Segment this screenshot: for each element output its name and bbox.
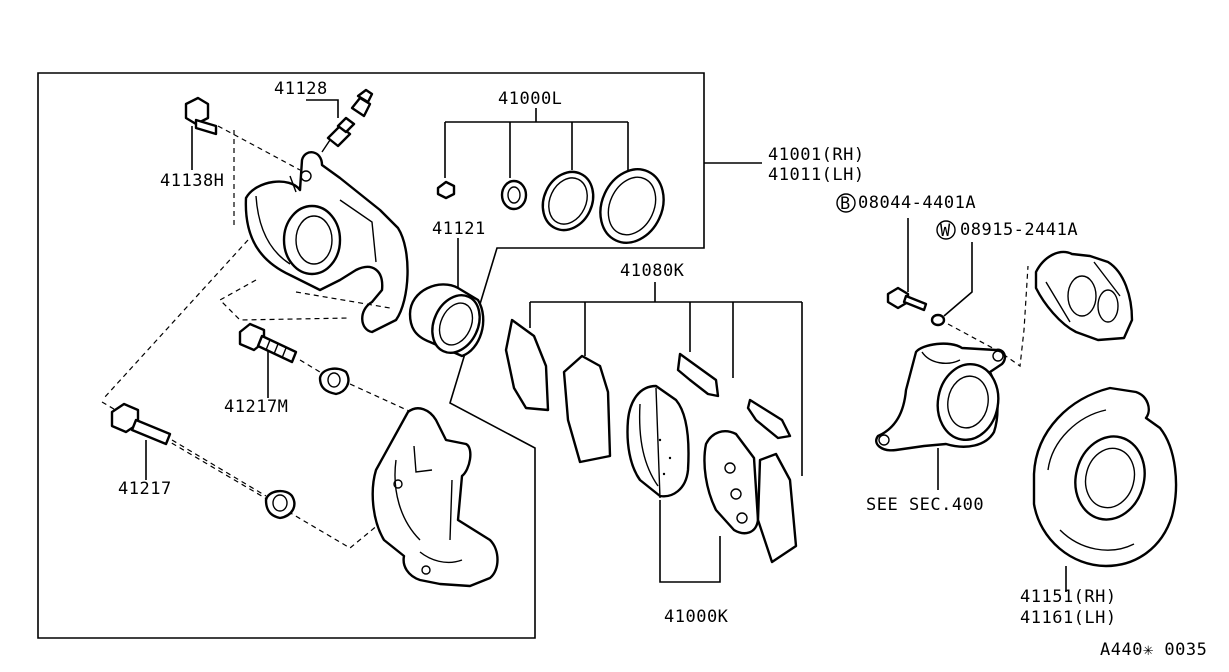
guide-pin-m-part xyxy=(238,322,421,417)
label-08044-4401A: 08044-4401A xyxy=(858,193,976,213)
b-circle-icon xyxy=(836,193,856,213)
caliper-body-part xyxy=(244,151,409,334)
brake-pad-part xyxy=(626,384,798,583)
caliper-bolt-part xyxy=(184,96,301,225)
label-41217: 41217 xyxy=(118,479,172,499)
seal-kit-part xyxy=(436,108,665,244)
bleeder-screw-part xyxy=(306,88,374,153)
label-41080K: 41080K xyxy=(620,261,685,281)
knuckle-bolt-part xyxy=(886,218,1029,368)
label-b-mark: B xyxy=(840,194,851,214)
label-41151-rh: 41151(RH) xyxy=(1020,587,1117,607)
steering-knuckle-part xyxy=(875,342,1007,490)
shim-kit-part xyxy=(504,282,803,476)
label-08915-2441A: 08915-2441A xyxy=(960,220,1078,240)
caliper-assembly-right xyxy=(1034,250,1134,342)
label-41161-lh: 41161(LH) xyxy=(1020,608,1117,628)
guide-pin-part xyxy=(110,402,296,520)
assembly-guide-lines xyxy=(101,239,391,549)
label-see-sec-400: SEE SEC.400 xyxy=(866,495,984,515)
caliper-bracket-part xyxy=(371,407,499,588)
drawing-number: A440✳ 0035 xyxy=(1100,640,1207,660)
w-circle-icon xyxy=(936,220,956,240)
label-41121: 41121 xyxy=(432,219,486,239)
label-41000K: 41000K xyxy=(664,607,729,627)
label-41217M: 41217M xyxy=(224,397,288,417)
dust-shield-part xyxy=(1032,386,1178,592)
label-41001-rh: 41001(RH) xyxy=(768,145,865,165)
label-41138H: 41138H xyxy=(160,171,224,191)
label-41011-lh: 41011(LH) xyxy=(768,165,865,185)
label-w-mark: W xyxy=(940,221,951,241)
label-41128: 41128 xyxy=(274,79,328,99)
piston-part xyxy=(408,238,485,358)
label-41000L: 41000L xyxy=(498,89,562,109)
caliper-assembly-frame xyxy=(37,72,705,639)
